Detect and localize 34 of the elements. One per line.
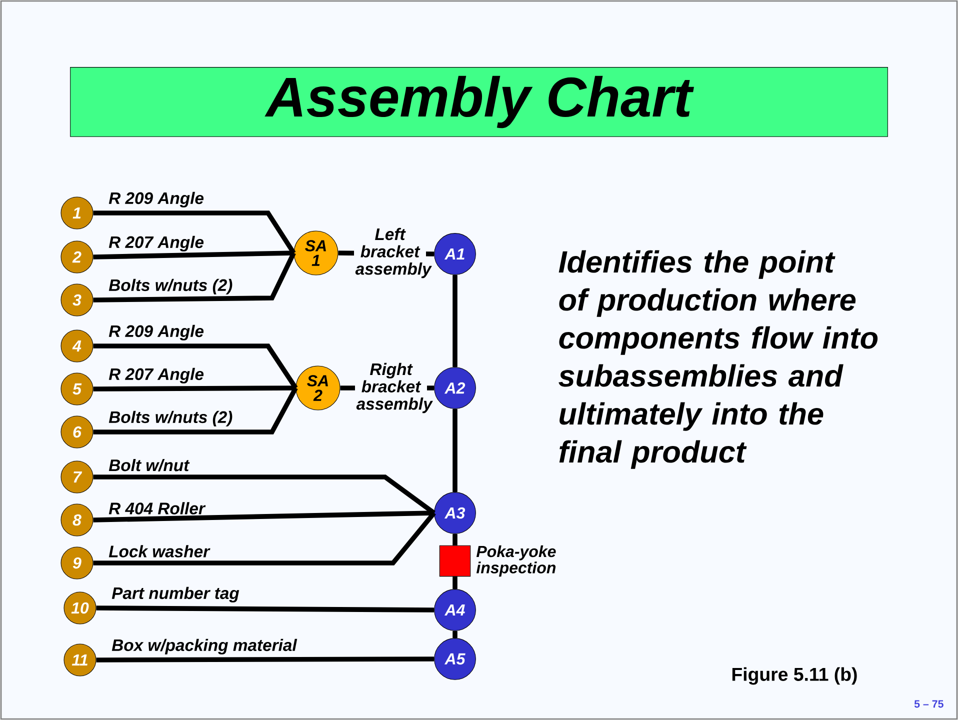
connector-line	[96, 606, 434, 612]
part-label: R 209 Angle	[108, 324, 204, 340]
part-label: Box w/packing material	[112, 638, 298, 654]
connector-line	[93, 210, 296, 254]
title-band: Assembly Chart	[70, 67, 888, 137]
connector-line	[93, 252, 296, 302]
part-label: Bolts w/nuts (2)	[108, 278, 232, 294]
connector-line	[452, 630, 458, 638]
part-label: Bolts w/nuts (2)	[108, 410, 232, 426]
connector-line	[452, 576, 458, 590]
inspection-label: Poka-yoke inspection	[476, 545, 556, 577]
connector-line	[452, 408, 458, 492]
connector-line	[452, 274, 458, 368]
connector-line	[96, 656, 434, 662]
part-label: R 207 Angle	[108, 236, 204, 252]
connector-line	[93, 344, 298, 390]
part-label: Lock washer	[108, 545, 210, 558]
connector-line	[93, 250, 294, 260]
part-label: R 207 Angle	[108, 368, 204, 384]
part-label: R 209 Angle	[108, 192, 204, 208]
figure-caption: Figure 5.11 (b)	[732, 667, 857, 685]
connector-line	[93, 511, 436, 566]
edge-label: Left bracket assembly	[354, 226, 432, 280]
connector-line	[93, 386, 296, 392]
part-label: Bolt w/nut	[108, 458, 190, 472]
description-text: Identifies the point of production where components flow into subassemblies and ultimately into the final product	[558, 250, 878, 469]
edge-label: Right bracket assembly	[355, 362, 433, 414]
part-label: Part number tag	[112, 586, 240, 602]
part-label: R 404 Roller	[108, 502, 206, 514]
connector-line	[452, 534, 458, 546]
connector-line	[93, 386, 298, 434]
page-number: 5 – 75	[914, 700, 944, 708]
connector-line	[93, 474, 436, 515]
inspection-square	[439, 545, 471, 577]
